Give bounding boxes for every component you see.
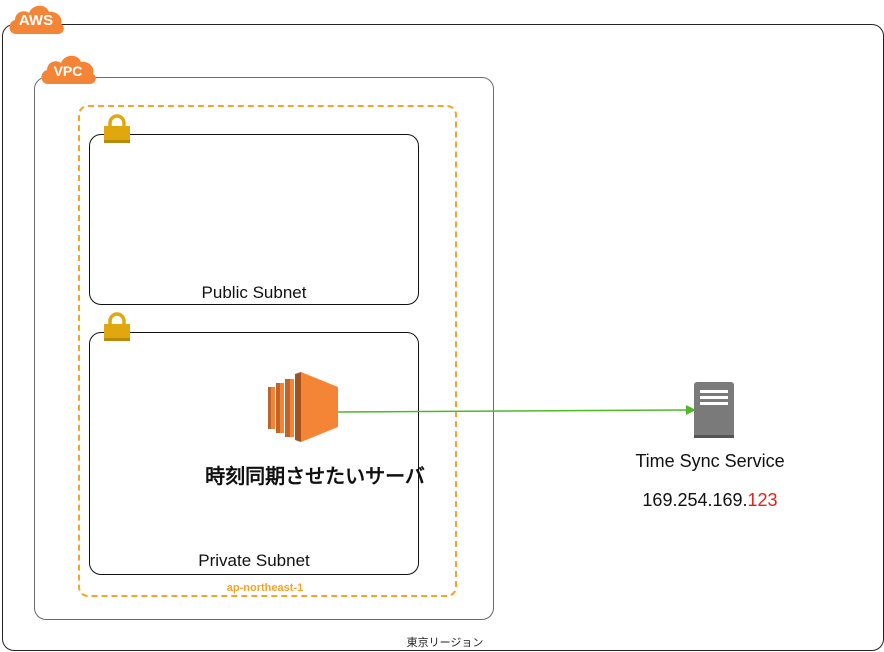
ec2-instance-icon [268,372,338,442]
ip-port-highlight: 123 [747,490,778,510]
ec2-server-label: 時刻同期させたいサーバ [205,466,425,488]
vpc-container [34,77,494,620]
public-subnet-label: Public Subnet [201,283,307,302]
private-subnet-label: Private Subnet [198,551,310,570]
ip-prefix: 169.254.169. [642,490,748,510]
availability-zone-label: ap-northeast-1 [226,582,304,594]
private-subnet [89,332,419,575]
public-subnet [89,134,419,305]
vpc-cloud-icon [41,55,96,84]
aws-badge-label: AWS [18,12,54,29]
vpc-badge-label: VPC [53,63,83,79]
aws-cloud-icon [9,5,64,34]
region-label: 東京リージョン [406,637,484,649]
lock-icon [104,312,130,341]
time-sync-ip: 169.254.169.123 [600,490,820,511]
server-icon [694,382,734,438]
lock-icon [104,114,130,143]
time-sync-service-label: Time Sync Service [635,451,785,471]
availability-zone-container [78,105,457,597]
